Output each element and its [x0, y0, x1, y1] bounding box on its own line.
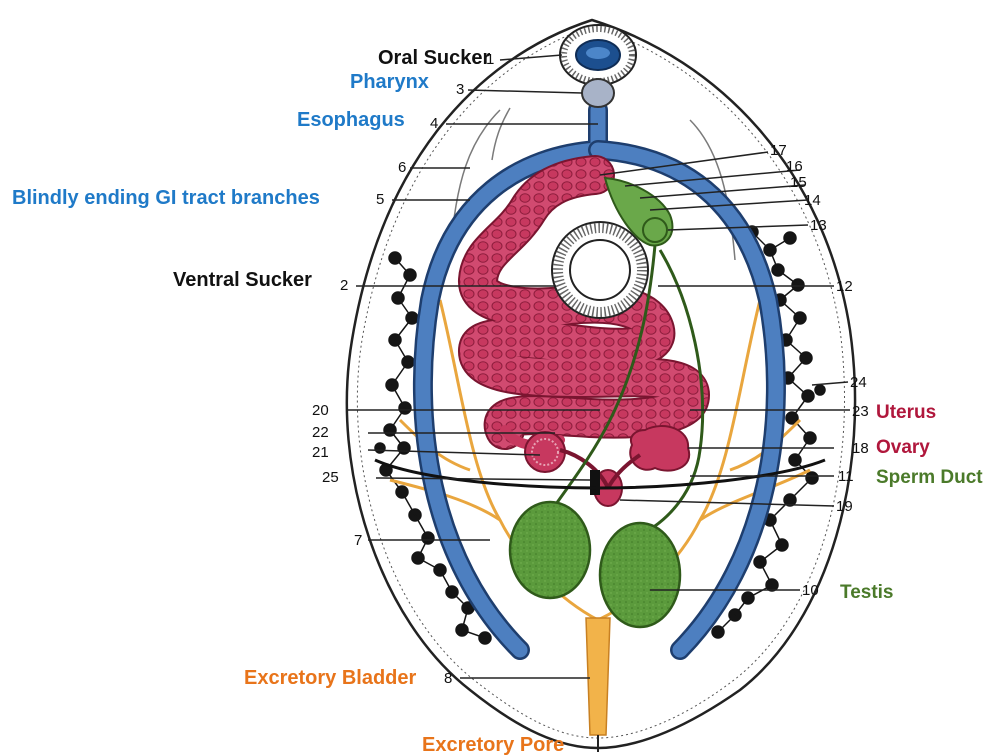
- label-ovary: Ovary: [876, 438, 930, 457]
- number-3: 3: [456, 82, 464, 97]
- number-20: 20: [312, 403, 329, 418]
- label-testis: Testis: [840, 583, 894, 602]
- number-24: 24: [850, 375, 867, 390]
- number-7: 7: [354, 533, 362, 548]
- number-4: 4: [430, 116, 438, 131]
- label-pharynx: Pharynx: [350, 72, 429, 92]
- label-oral-sucker: Oral Sucker: [378, 48, 490, 68]
- number-18: 18: [852, 441, 869, 456]
- label-sperm-duct: Sperm Duct: [876, 468, 983, 487]
- number-16: 16: [786, 159, 803, 174]
- number-14: 14: [804, 193, 821, 208]
- label-blind-gi: Blindly ending GI tract branches: [12, 188, 320, 208]
- number-23: 23: [852, 404, 869, 419]
- number-17: 17: [770, 143, 787, 158]
- number-6: 6: [398, 160, 406, 175]
- number-8: 8: [444, 671, 452, 686]
- label-uterus: Uterus: [876, 403, 936, 422]
- ventral-sucker: [552, 222, 648, 318]
- number-1: 1: [486, 52, 494, 67]
- number-12: 12: [836, 279, 853, 294]
- label-excretory-bladder: Excretory Bladder: [244, 668, 416, 688]
- number-15: 15: [790, 175, 807, 190]
- oral-sucker: [560, 25, 636, 85]
- label-excretory-pore: Excretory Pore: [422, 735, 564, 755]
- number-11: 11: [838, 469, 854, 484]
- number-22: 22: [312, 425, 329, 440]
- excretory-bladder: [586, 618, 610, 735]
- pharynx: [582, 79, 614, 107]
- number-5: 5: [376, 192, 384, 207]
- label-esophagus: Esophagus: [297, 110, 405, 130]
- number-10: 10: [802, 583, 819, 598]
- number-19: 19: [836, 499, 853, 514]
- label-ventral-sucker: Ventral Sucker: [173, 270, 312, 290]
- number-21: 21: [312, 445, 329, 460]
- number-2: 2: [340, 278, 348, 293]
- number-13: 13: [810, 218, 827, 233]
- number-25: 25: [322, 470, 339, 485]
